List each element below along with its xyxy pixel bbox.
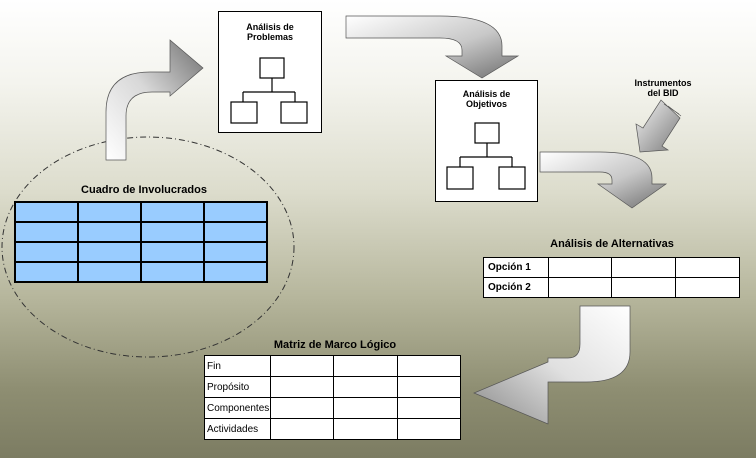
marco-row: Actividades [204,418,462,440]
marco-cell [269,418,335,440]
alternativas-cell [611,257,677,278]
marco-row: Fin [204,355,462,377]
objetivos-box: Análisis de Objetivos [435,80,538,202]
involucrados-cell [140,201,205,223]
involucrados-cell [77,261,142,283]
involucrados-cell [14,201,79,223]
marco-cell [333,376,398,398]
involucrados-cell [203,261,268,283]
problemas-box: Análisis de Problemas [218,11,322,133]
arrow-to-objetivos [345,15,520,79]
marco-cell [269,397,335,419]
marco-cell [333,397,398,419]
problemas-tree-icon [230,57,308,124]
involucrados-cell [14,261,79,283]
marco-cell [333,355,398,377]
alternativas-row: Opción 1 [483,257,740,278]
marco-row-label: Actividades [204,418,271,440]
alternativas-row-label: Opción 1 [483,257,549,278]
problemas-title: Análisis de Problemas [246,22,294,43]
involucrados-cell [140,261,205,283]
involucrados-cell [77,241,142,263]
alternativas-cell [547,257,613,278]
involucrados-table [14,201,268,283]
involucrados-cell [77,221,142,243]
marco-cell [269,355,335,377]
objetivos-title: Análisis de Objetivos [462,89,511,110]
alternativas-cell [547,277,613,298]
marco-row-label: Componentes [204,397,271,419]
alternativas-cell [675,277,740,298]
marco-cell [333,418,398,440]
involucrados-row [14,221,268,243]
involucrados-row [14,261,268,283]
arrow-to-marco [473,305,631,425]
arrow-to-problemas [105,39,204,161]
involucrados-cell [140,241,205,263]
alternativas-cell [611,277,677,298]
alternativas-title: Análisis de Alternativas [550,238,674,250]
involucrados-ellipse [1,136,295,358]
involucrados-cell [14,221,79,243]
marco-cell [269,376,335,398]
alternativas-row-label: Opción 2 [483,277,549,298]
marco-cell [396,376,462,398]
marco-row-label: Fin [204,355,271,377]
marco-cell [396,397,462,419]
marco-row-label: Propósito [204,376,271,398]
instrumentos-label: Instrumentos del BID [634,78,692,99]
involucrados-row [14,201,268,223]
alternativas-cell [675,257,740,278]
involucrados-cell [77,201,142,223]
involucrados-cell [14,241,79,263]
marco-row: Componentes [204,397,462,419]
involucrados-cell [140,221,205,243]
arrow-to-alternativas [539,151,668,209]
involucrados-cell [203,221,268,243]
involucrados-cell [203,201,268,223]
marco-cell [396,418,462,440]
involucrados-title: Cuadro de Involucrados [81,184,207,196]
marco-cell [396,355,462,377]
alternativas-row: Opción 2 [483,277,740,298]
involucrados-row [14,241,268,263]
marco-row: Propósito [204,376,462,398]
marco-title: Matriz de Marco Lógico [273,339,397,351]
involucrados-cell [203,241,268,263]
arrow-instrumentos [635,99,681,153]
objetivos-tree-icon [446,122,526,190]
